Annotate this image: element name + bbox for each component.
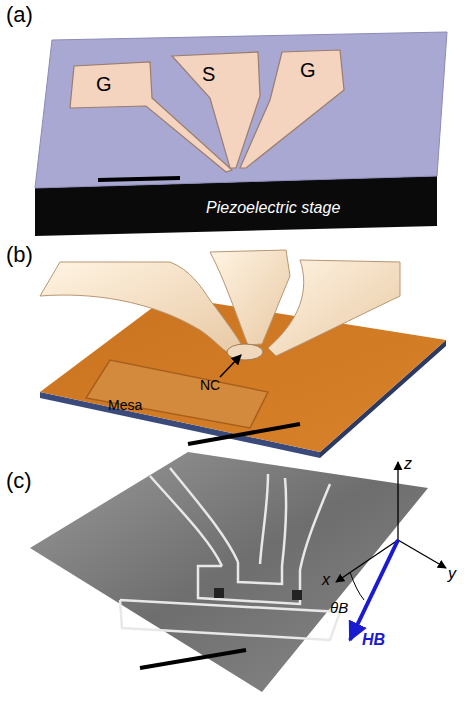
part-label: NC [200,378,220,392]
leader-line [220,355,241,377]
sem-image [30,452,428,692]
axis-label: z [404,456,412,472]
stage-block [35,32,447,236]
pad-label: G [96,74,112,94]
scale-bar [188,424,300,444]
pad-label: G [300,60,316,80]
angle-label: θB [330,600,348,615]
scale-bar [140,650,246,668]
axis-label: y [448,566,456,582]
panel-letter: (b) [6,244,33,266]
axes [336,462,446,600]
field-arrow [350,540,398,640]
pad-label: S [202,64,215,84]
part-label: Mesa [108,398,142,412]
signal-ground-pads [70,50,344,172]
panel-letter: (c) [6,470,32,492]
axis-label: x [322,572,330,588]
afm-surface [40,250,446,458]
panel-letter: (a) [6,4,33,26]
field-label: HB [362,632,385,648]
stage-label: Piezoelectric stage [206,200,340,216]
scale-bar [98,178,180,180]
